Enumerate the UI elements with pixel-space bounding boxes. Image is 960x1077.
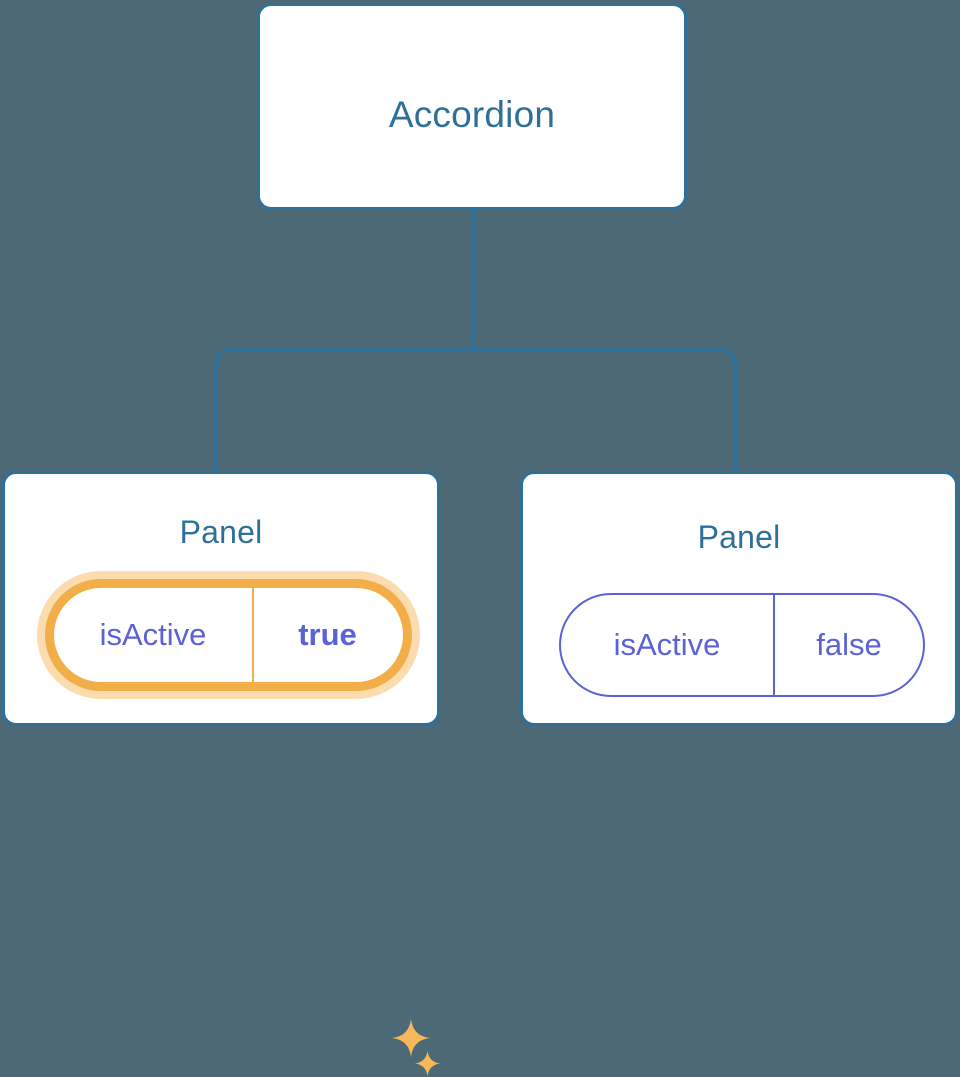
component-tree-diagram: Accordion Panel isActive true Panel isAc…	[2, 3, 958, 1076]
connector-branch-bar	[214, 347, 737, 471]
prop-pill-isactive-false[interactable]: isActive false	[559, 593, 925, 697]
node-card-panel-left[interactable]: Panel isActive true	[2, 471, 440, 1076]
prop-key-isactive-left: isActive	[54, 588, 254, 682]
prop-pill-isactive-true[interactable]: isActive true	[45, 579, 412, 691]
node-title-panel-left: Panel	[179, 514, 263, 550]
node-card-accordion[interactable]: Accordion	[257, 3, 687, 210]
node-title-accordion: Accordion	[388, 94, 556, 135]
prop-key-isactive-right: isActive	[561, 595, 775, 695]
node-title-panel-right: Panel	[697, 519, 781, 555]
prop-value-false: false	[816, 627, 882, 662]
prop-value-true: true	[298, 617, 357, 652]
node-card-panel-right[interactable]: Panel isActive false	[520, 471, 958, 726]
sparkle-small-icon	[415, 1051, 440, 1076]
